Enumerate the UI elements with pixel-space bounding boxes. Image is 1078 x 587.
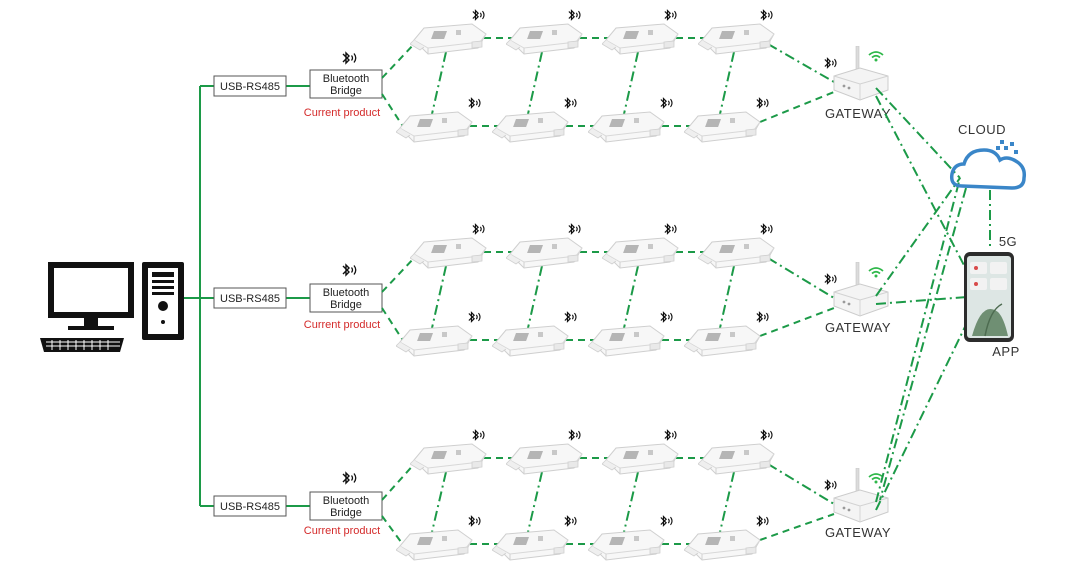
sensor-device-icon bbox=[588, 111, 665, 143]
current-product-label: Current product bbox=[304, 107, 380, 119]
bluetooth-icon bbox=[472, 429, 485, 441]
bluetooth-icon bbox=[564, 311, 577, 323]
backbone-links bbox=[875, 87, 991, 511]
sensor-device-icon bbox=[602, 23, 679, 55]
sensor-device-icon bbox=[410, 237, 487, 269]
bluetooth-icon bbox=[660, 97, 673, 109]
bluetooth-icon bbox=[342, 472, 357, 484]
usb-rs485-label: USB-RS485 bbox=[220, 293, 280, 305]
wired-links bbox=[184, 85, 310, 507]
bluetooth-icon bbox=[664, 223, 677, 235]
bluetooth-icon bbox=[472, 223, 485, 235]
gateway-label: GATEWAY bbox=[825, 106, 891, 121]
bluetooth-icon bbox=[568, 223, 581, 235]
bluetooth-icon bbox=[568, 9, 581, 21]
bluetooth-bridge-label-line1: Bluetooth bbox=[323, 73, 369, 85]
bluetooth-icon bbox=[760, 223, 773, 235]
network-row-2: USB-RS485 Bluetooth Bridge Current produ… bbox=[213, 264, 383, 331]
bluetooth-icon bbox=[756, 97, 769, 109]
sensor-device-icon bbox=[410, 23, 487, 55]
sensor-device-icon bbox=[410, 443, 487, 475]
sensor-device-icon bbox=[698, 443, 775, 475]
bluetooth-icon bbox=[468, 311, 481, 323]
bluetooth-bridge-label-line2: Bridge bbox=[330, 507, 362, 519]
bluetooth-icon bbox=[472, 9, 485, 21]
sensor-device-icon bbox=[588, 325, 665, 357]
bluetooth-icon bbox=[660, 515, 673, 527]
bluetooth-icon bbox=[342, 52, 357, 64]
bluetooth-icon bbox=[760, 9, 773, 21]
usb-rs485-box bbox=[213, 287, 287, 309]
cloud-label: CLOUD bbox=[958, 122, 1006, 137]
bluetooth-icon bbox=[760, 429, 773, 441]
five-g-label: 5G bbox=[999, 234, 1017, 249]
app-label: APP bbox=[992, 344, 1020, 359]
bluetooth-icon bbox=[756, 515, 769, 527]
usb-rs485-box bbox=[213, 75, 287, 97]
usb-rs485-box bbox=[213, 495, 287, 517]
bluetooth-icon bbox=[564, 515, 577, 527]
gateways: GATEWAY GATEWAY GATEWAY bbox=[824, 46, 891, 540]
sensor-device-icon bbox=[602, 443, 679, 475]
usb-rs485-label: USB-RS485 bbox=[220, 501, 280, 513]
gateway-label: GATEWAY bbox=[825, 525, 891, 540]
bluetooth-bridge-box bbox=[309, 69, 383, 99]
bluetooth-bridge-label-line1: Bluetooth bbox=[323, 287, 369, 299]
bluetooth-icon bbox=[824, 479, 837, 491]
gateway-label: GATEWAY bbox=[825, 320, 891, 335]
network-row-3: USB-RS485 Bluetooth Bridge Current produ… bbox=[213, 472, 383, 537]
sensor-device-icon bbox=[492, 529, 569, 561]
sensor-device-icon bbox=[684, 325, 761, 357]
sensor-device-icon bbox=[698, 23, 775, 55]
bluetooth-icon bbox=[824, 57, 837, 69]
bluetooth-bridge-label-line1: Bluetooth bbox=[323, 495, 369, 507]
sensor-device-icon bbox=[396, 325, 473, 357]
bluetooth-icon bbox=[568, 429, 581, 441]
bluetooth-bridge-box bbox=[309, 283, 383, 313]
sensor-device-icon bbox=[588, 529, 665, 561]
bluetooth-icon bbox=[342, 264, 357, 276]
sensor-device-icon bbox=[396, 529, 473, 561]
current-product-label: Current product bbox=[304, 319, 380, 331]
wifi-icon bbox=[868, 267, 884, 278]
bluetooth-icon bbox=[468, 97, 481, 109]
bluetooth-icon bbox=[468, 515, 481, 527]
sensor-device-icon bbox=[492, 325, 569, 357]
bluetooth-icon bbox=[756, 311, 769, 323]
smartphone-icon bbox=[964, 252, 1014, 342]
wifi-icon bbox=[868, 51, 884, 62]
current-product-label: Current product bbox=[304, 525, 380, 537]
bluetooth-icon bbox=[824, 273, 837, 285]
wireless-mesh-links bbox=[381, 37, 835, 547]
cloud-icon bbox=[949, 140, 1027, 190]
sensor-device-icon bbox=[602, 237, 679, 269]
sensor-device-icon bbox=[698, 237, 775, 269]
bluetooth-bridge-box bbox=[309, 491, 383, 521]
computer-icon bbox=[40, 262, 184, 352]
bluetooth-icon bbox=[664, 9, 677, 21]
network-row-1: USB-RS485 Bluetooth Bridge Current produ… bbox=[213, 52, 383, 119]
sensor-device-icon bbox=[684, 111, 761, 143]
bluetooth-icon bbox=[660, 311, 673, 323]
bluetooth-bridge-label-line2: Bridge bbox=[330, 85, 362, 97]
sensor-device-icon bbox=[396, 111, 473, 143]
sensor-device-icon bbox=[684, 529, 761, 561]
bluetooth-icon bbox=[664, 429, 677, 441]
sensor-device-icon bbox=[506, 237, 583, 269]
bluetooth-icon bbox=[564, 97, 577, 109]
sensor-device-icon bbox=[492, 111, 569, 143]
sensor-devices bbox=[396, 9, 775, 561]
bluetooth-bridge-label-line2: Bridge bbox=[330, 299, 362, 311]
gateway-icon bbox=[833, 468, 889, 523]
sensor-device-icon bbox=[506, 23, 583, 55]
sensor-device-icon bbox=[506, 443, 583, 475]
usb-rs485-label: USB-RS485 bbox=[220, 81, 280, 93]
